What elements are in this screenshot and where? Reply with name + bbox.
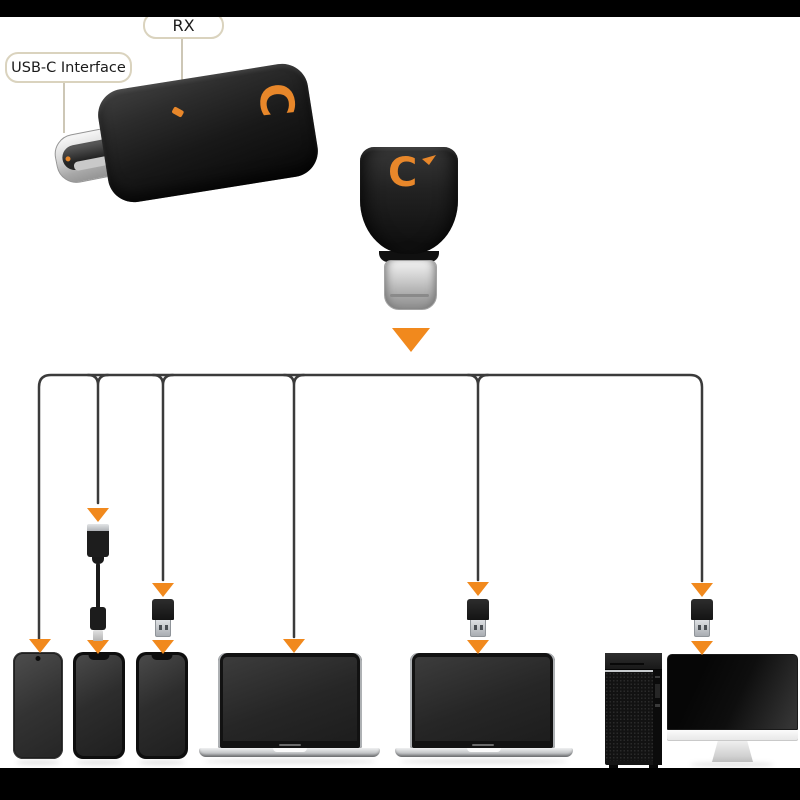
- tower-silver-trim: [605, 670, 653, 672]
- usb-a-adapter-icon: [467, 599, 489, 638]
- laptop-lid-notch: [272, 748, 307, 752]
- tower-port: [655, 676, 660, 678]
- laptop-base: [395, 748, 573, 757]
- rail-branch-4: [282, 373, 306, 639]
- iphone: [136, 652, 188, 759]
- down-arrow-icon: [87, 508, 109, 522]
- laptop-brand-mark: [471, 743, 494, 746]
- tower-port: [655, 704, 660, 707]
- phone-screen: [15, 654, 61, 757]
- down-arrow-icon: [691, 583, 713, 597]
- top-letterbox-bar: [0, 0, 800, 17]
- desktop-tower: [605, 653, 662, 769]
- desktop-monitor: [667, 654, 798, 764]
- usb-a-adapter-plug: [694, 620, 710, 637]
- rail-main: [37, 373, 704, 642]
- laptop-base: [199, 748, 380, 757]
- tower-port: [655, 684, 660, 698]
- callout-rx-label: RX: [172, 16, 195, 35]
- down-arrow-icon: [467, 640, 489, 654]
- brand-c-logo-icon: C: [388, 150, 418, 196]
- callout-usb-c-interface: USB-C Interface: [5, 52, 132, 83]
- laptop-screen-panel: [223, 657, 357, 741]
- laptop-lid-notch: [467, 748, 501, 752]
- brand-c-logo-icon: C: [248, 80, 306, 120]
- monitor-stand: [712, 741, 753, 762]
- down-arrow-icon: [467, 582, 489, 596]
- device-shadow: [204, 759, 376, 764]
- device-shadow: [16, 760, 60, 765]
- down-arrow-icon: [152, 583, 174, 597]
- laptop-display: [410, 653, 555, 748]
- tower-port-strip: [653, 670, 662, 765]
- monitor-screen: [667, 654, 798, 730]
- lightning-connector-icon: [90, 607, 106, 630]
- usb-pin-hole: [159, 625, 162, 630]
- camera-notch-bar: [151, 655, 173, 660]
- lightning-metal-tip: [93, 630, 103, 641]
- usb-c-plug-groove: [390, 294, 429, 297]
- usb-a-cable-connector-icon: [87, 524, 109, 641]
- tower-foot: [609, 765, 618, 769]
- monitor-chin: [667, 730, 798, 741]
- brand-logo-flag: [422, 155, 436, 165]
- orange-dot: [65, 155, 71, 162]
- usb-c-plug: [384, 260, 437, 310]
- down-arrow-icon: [392, 328, 430, 352]
- callout-usb-c-label: USB-C Interface: [11, 59, 126, 76]
- phone-screen: [76, 655, 122, 756]
- camera-notch-dot: [35, 656, 41, 661]
- device-shadow: [76, 760, 122, 765]
- laptop-brand-mark: [279, 743, 301, 746]
- usb-a-adapter-icon: [691, 599, 713, 638]
- usb-pin-hole: [165, 625, 168, 630]
- down-arrow-icon: [152, 640, 174, 654]
- android-phone: [13, 652, 63, 759]
- rail-branch-5: [466, 373, 490, 582]
- usb-a-adapter-plug: [470, 620, 486, 637]
- usb-a-adapter-plug: [155, 620, 171, 637]
- tower-foot: [649, 765, 658, 769]
- device-shadow: [690, 762, 774, 767]
- tower-drive-bay: [605, 653, 662, 670]
- down-arrow-icon: [87, 640, 109, 654]
- usb-pin-hole: [474, 625, 477, 630]
- adapter-neck: [379, 251, 439, 262]
- phone-screen: [139, 655, 185, 756]
- down-arrow-icon: [691, 641, 713, 655]
- bottom-letterbox-bar: [0, 768, 800, 800]
- usb-a-adapter-cap: [467, 599, 489, 620]
- camera-notch-bar: [88, 655, 110, 660]
- device-shadow: [400, 759, 568, 764]
- usb-a-adapter-icon: [152, 599, 174, 638]
- usb-a-metal-rim: [87, 524, 109, 531]
- iphone: [73, 652, 125, 759]
- orange-tick-mark: [171, 106, 185, 118]
- cable-wire: [96, 563, 100, 632]
- device-shadow: [139, 760, 185, 765]
- laptop-screen-panel: [415, 657, 550, 741]
- tower-drive-slit: [610, 663, 644, 665]
- usb-pin-hole: [704, 625, 707, 630]
- usb-a-connector-body: [87, 531, 109, 557]
- usb-pin-hole: [698, 625, 701, 630]
- rail-branch-2: [86, 373, 110, 505]
- usb-a-adapter-cap: [691, 599, 713, 620]
- down-arrow-icon: [29, 639, 51, 653]
- usb-pin-hole: [480, 625, 483, 630]
- down-arrow-icon: [283, 639, 305, 653]
- tower-mesh-front: [605, 672, 653, 761]
- laptop-display: [218, 653, 362, 748]
- usb-a-adapter-cap: [152, 599, 174, 620]
- rail-branch-3: [151, 373, 175, 582]
- adapter-body: C: [360, 147, 458, 254]
- cable-strain-relief: [92, 557, 104, 564]
